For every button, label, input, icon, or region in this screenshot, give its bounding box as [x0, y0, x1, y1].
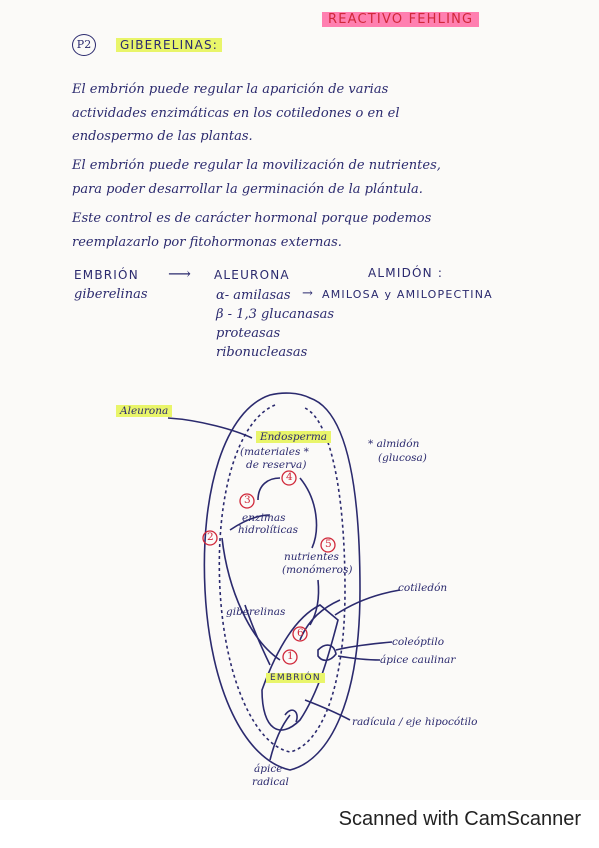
enzyme-item: β - 1,3 glucanasas — [216, 307, 335, 322]
aleurona-line — [167, 417, 253, 439]
label-coleoptilo: coleóptilo — [392, 636, 445, 648]
arrow-3-4 — [257, 477, 281, 501]
scheme-arrow-2: → — [302, 286, 313, 301]
paragraph-line: reemplazarlo por fitohormonas externas. — [72, 235, 342, 250]
section-number: P2 — [72, 34, 96, 56]
label-apice-radical: radical — [252, 776, 289, 788]
paragraph-line: El embrión puede regular la movilización… — [72, 158, 441, 173]
enzyme-item: α- amilasas — [216, 288, 291, 303]
label-endosperm-note: (materiales * — [240, 446, 309, 458]
label-apice-caulinar: ápice caulinar — [380, 654, 456, 666]
paragraph-line: endospermo de las plantas. — [72, 129, 253, 144]
coleoptile-shape — [317, 644, 337, 662]
label-enzimas: enzimas — [242, 512, 286, 524]
arrow-nutrients-embryo — [309, 579, 320, 626]
arrow-gib-to-aleurona — [221, 537, 281, 661]
label-enzimas: hidrolíticas — [238, 524, 299, 536]
paragraph-line: Este control es de carácter hormonal por… — [72, 211, 432, 226]
scheme-arrow: ⟶ — [168, 264, 191, 283]
scanned-page — [0, 0, 599, 800]
step-number: 3 — [244, 494, 251, 506]
label-endosperm: Endosperma — [256, 431, 332, 443]
step-number: 1 — [287, 650, 294, 662]
step-number: 6 — [297, 627, 304, 639]
paragraph-line: El embrión puede regular la aparición de… — [72, 82, 389, 97]
arrow-enzymes — [229, 514, 271, 531]
cotyledon-shape — [299, 599, 341, 641]
label-nutrientes: (monómeros) — [282, 564, 353, 576]
label-cotiledon: cotiledón — [398, 582, 448, 594]
label-embrion: EMBRIÓN — [266, 673, 325, 683]
arrow-cotiledon — [334, 589, 401, 616]
enzyme-item: proteasas — [216, 326, 281, 341]
scheme-almidon: ALMIDÓN : — [368, 266, 444, 280]
step-number: 4 — [286, 471, 293, 483]
label-giberelinas: giberelinas — [226, 606, 286, 618]
label-almidon-glucosa: (glucosa) — [378, 452, 427, 464]
label-radicula: radícula / eje hipocótilo — [352, 716, 478, 728]
radicle-shape — [284, 709, 298, 723]
section-heading: GIBERELINAS: — [116, 38, 223, 52]
enzyme-item: ribonucleasas — [216, 345, 308, 360]
arrow-apice-caulinar — [337, 655, 381, 661]
scheme-embrion: EMBRIÓN — [74, 268, 139, 282]
seed-outer-outline — [203, 392, 361, 771]
scheme-aleurona: ALEURONA — [214, 268, 290, 282]
step-circle — [239, 493, 255, 509]
arrow-apice-radical — [269, 714, 291, 761]
step-circle — [292, 626, 308, 642]
step-number: 5 — [325, 538, 332, 550]
step-circle — [282, 649, 298, 665]
arrow-4-5 — [299, 477, 318, 549]
label-apice-radical: ápice — [254, 763, 283, 775]
camscanner-footer: Scanned with CamScanner — [338, 808, 581, 830]
paragraph-line: para poder desarrollar la germinación de… — [72, 182, 423, 197]
label-aleurona: Aleurona — [116, 405, 173, 417]
label-nutrientes: nutrientes — [284, 551, 339, 563]
step-circle — [320, 537, 336, 553]
arrow-radicula — [304, 699, 351, 721]
page-title: REACTIVO FEHLING — [322, 12, 480, 27]
scheme-products: AMILOSA y AMILOPECTINA — [322, 288, 493, 301]
seed-inner-outline — [218, 404, 346, 753]
paragraph-line: actividades enzimáticas en los cotiledon… — [72, 106, 400, 121]
arrow-coleoptilo — [335, 641, 393, 651]
scheme-giberelinas: giberelinas — [74, 287, 148, 302]
step-number: 2 — [207, 531, 214, 543]
label-almidon: * almidón — [368, 438, 420, 450]
step-circle — [281, 470, 297, 486]
label-endosperm-note: de reserva) — [246, 459, 307, 471]
step-circle — [202, 530, 218, 546]
arrow-embrion-gib — [244, 604, 271, 666]
